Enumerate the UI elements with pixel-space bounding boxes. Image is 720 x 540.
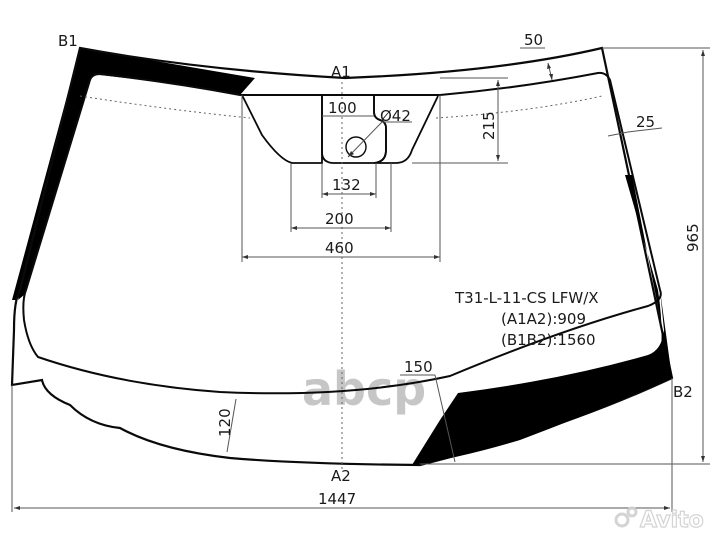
dim-sensor-hole: Ø42 (380, 107, 411, 125)
dim-sensor-top-width: 460 (325, 239, 354, 257)
point-label-b2: B2 (673, 383, 693, 401)
glass-outer-edge (10, 46, 674, 467)
watermark-avito-text: Avito (640, 508, 704, 533)
dim-bottom-band-left: 120 (216, 408, 234, 437)
info-a1a2: (A1A2):909 (501, 310, 586, 328)
dimension-lines (11, 47, 710, 512)
watermark-corner: Avito (614, 506, 704, 534)
glass-inner-edge (22, 71, 662, 395)
dim-overall-height: 965 (684, 223, 702, 252)
frit-bottom-right (412, 290, 672, 465)
point-label-b1: B1 (58, 32, 78, 50)
dim-sensor-bottom-width: 200 (325, 210, 354, 228)
dim-notch-width: 132 (332, 176, 361, 194)
point-label-a2: A2 (331, 467, 351, 485)
part-number: T31-L-11-CS LFW/X (454, 289, 599, 307)
dim-side-band: 25 (636, 113, 655, 131)
dim-sensor-notch-depth: 100 (328, 99, 357, 117)
dim-bottom-band-right: 150 (404, 358, 433, 376)
point-label-a1: A1 (331, 63, 351, 81)
dim-overall-width: 1447 (318, 490, 356, 508)
dim-sensor-height: 215 (480, 111, 498, 140)
sensor-notch (321, 96, 387, 164)
dimension-arrows (14, 50, 705, 510)
dim-top-band: 50 (524, 31, 543, 49)
info-b1b2: (B1B2):1560 (501, 331, 596, 349)
frit-right-side (625, 175, 672, 378)
sensor-hole (345, 136, 367, 158)
dotted-visibility-line (79, 95, 603, 119)
